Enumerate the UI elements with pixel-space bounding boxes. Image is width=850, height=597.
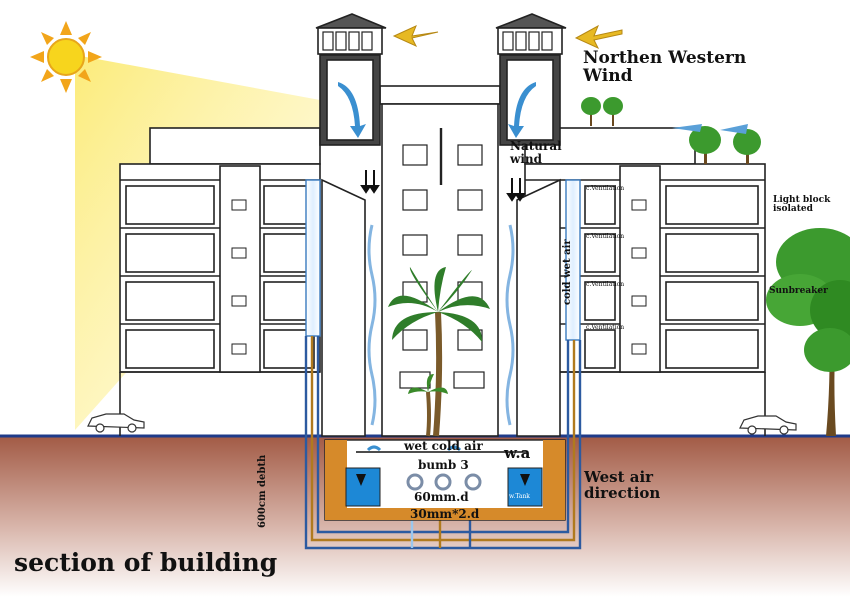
ventilation-label-1: c.Ventilation xyxy=(586,185,625,192)
pump-label: bumb 3 xyxy=(418,458,469,472)
ventilation-label-2: c.Ventilation xyxy=(586,233,625,240)
airflow-down-icon xyxy=(508,82,536,138)
wind-direction-label: Northen Western Wind xyxy=(583,48,747,86)
wind-label-line2: Wind xyxy=(583,65,633,86)
sunbreaker-label: Sunbreaker xyxy=(769,286,828,296)
ventilation-label-3: c.Ventilation xyxy=(586,281,625,288)
wa-label: w.a xyxy=(504,444,531,462)
car-icon xyxy=(739,415,797,435)
car-icon xyxy=(87,413,145,433)
right-shaft xyxy=(516,178,561,437)
down-arrows-icon xyxy=(360,170,526,202)
left-shaft xyxy=(321,178,366,437)
light-block-label: Light block isolated xyxy=(773,195,831,215)
depth-label: 600cm debth xyxy=(257,454,268,528)
wind-arrow-icon xyxy=(574,24,623,50)
west-air-line2: direction xyxy=(584,483,661,502)
airflow-down-icon xyxy=(338,82,366,138)
left-building xyxy=(119,127,321,436)
tank-label: w.Tank xyxy=(509,493,530,500)
natural-wind-line1: Natural xyxy=(510,139,562,153)
wet-cold-air-label: wet cold air xyxy=(404,439,483,453)
roof-trees-icon xyxy=(581,97,761,164)
natural-wind-label: Natural wind xyxy=(510,140,562,165)
natural-wind-line2: wind xyxy=(510,151,543,166)
pipe-size-label-2: 30mm*2.d xyxy=(410,507,480,521)
wind-arrow-icon xyxy=(392,25,439,48)
palm-tree-icon xyxy=(388,267,490,437)
right-building xyxy=(524,127,766,436)
ventilation-label-4: c.Ventilation xyxy=(586,324,625,331)
light-block-line1: Light block xyxy=(773,195,831,205)
section-title: section of building xyxy=(14,548,278,577)
cold-wet-air-label: cold wet air xyxy=(562,239,573,305)
west-air-label: West air direction xyxy=(584,468,661,502)
pipe-size-label-1: 60mm.d xyxy=(414,490,469,504)
sun-icon xyxy=(30,21,102,93)
tank-assembly xyxy=(324,439,566,521)
light-block-line2: isolated xyxy=(773,204,813,215)
left-cold-air-shaft xyxy=(305,179,321,337)
airflow-lines xyxy=(367,224,515,426)
west-air-line1: West air xyxy=(584,468,654,486)
wind-label-line1: Northen Western xyxy=(583,48,747,68)
right-wind-tower xyxy=(495,13,567,146)
left-wind-tower xyxy=(315,13,387,146)
big-tree-icon xyxy=(766,228,850,436)
